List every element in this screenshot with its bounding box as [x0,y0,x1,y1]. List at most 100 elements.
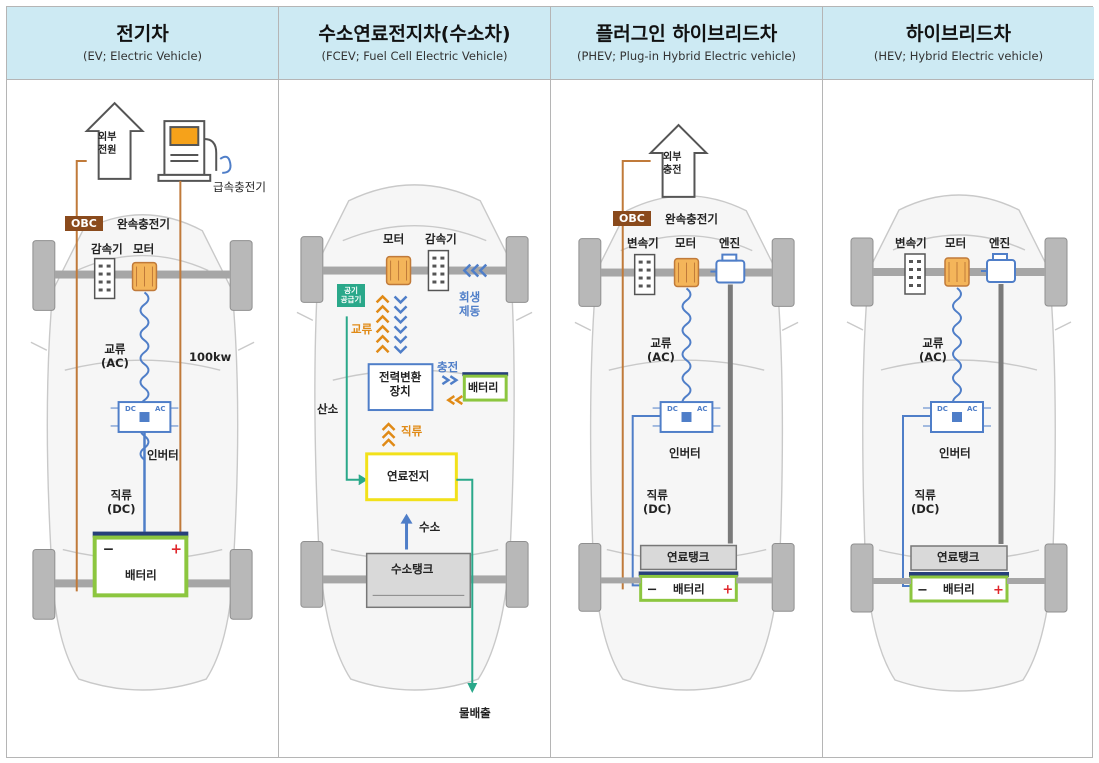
hev-ac-label: 교류 (AC) [919,336,947,365]
vehicle-comparison-table: 전기차 (EV; Electric Vehicle) [6,6,1094,758]
ev-header: 전기차 (EV; Electric Vehicle) [7,7,278,80]
fcev-header: 수소연료전지차(수소차) (FCEV; Fuel Cell Electric V… [279,7,550,80]
wheel-icon [300,236,529,608]
ac-flow-chevrons-icon [375,263,488,447]
phev-dc-label: 직류 (DC) [643,488,672,517]
svg-text:−: − [917,583,928,598]
motor-icon [944,257,970,287]
fcev-air-supply-label: 공기 공급기 [337,284,365,308]
fuel-tank-icon [910,545,1008,571]
battery-icon [462,372,509,402]
phev-diagram: −+ 외부 충전 OBC 완속충전기 변속기 모터 엔진 교류 (AC) DC … [551,80,822,758]
ev-diagram-svg: −+ [30,101,255,691]
inverter-icon [652,401,721,433]
ev-column: 전기차 (EV; Electric Vehicle) [7,7,279,757]
fcev-battery-label: 배터리 [468,381,499,394]
fcev-oxygen-label: 산소 [317,402,339,416]
svg-text:−: − [647,582,658,597]
phev-header: 플러그인 하이브리드차 (PHEV; Plug-in Hybrid Electr… [551,7,822,80]
ev-battery-label: 배터리 [125,568,157,582]
phev-column: 플러그인 하이브리드차 (PHEV; Plug-in Hybrid Electr… [551,7,823,757]
engine-icon [981,253,1016,283]
ev-external-power-label: 외부 전원 [98,132,117,156]
phev-ac-label: 교류 (AC) [647,336,675,365]
ev-title: 전기차 [116,23,169,45]
fcev-water-label: 물배출 [459,706,491,720]
fcev-charge-label: 충전 [437,360,459,374]
charging-station-icon [157,120,232,182]
phev-subtitle: (PHEV; Plug-in Hybrid Electric vehicle) [576,49,797,63]
fuel-tank-icon [639,544,738,571]
wheel-icon [850,237,1068,613]
hev-column: 하이브리드차 (HEV; Hybrid Electric vehicle) [823,7,1094,757]
ev-ac-label: 교류 (AC) [101,342,129,371]
hev-title: 하이브리드차 [906,23,1011,45]
ev-inverter-ac: AC [155,405,166,413]
phev-inverter-dc: DC [667,405,678,413]
reducer-icon [93,257,116,300]
svg-text:+: + [170,542,182,558]
ev-fast-charger-label: 급속충전기 [213,180,266,194]
fuel-cell-icon [365,452,458,502]
ev-obc-label: OBC [65,216,103,231]
svg-text:+: + [993,583,1004,598]
phev-slow-charger-label: 완속충전기 [665,212,718,226]
hev-fuel-tank-label: 연료탱크 [937,550,980,564]
motor-icon [673,257,700,288]
hev-inverter-label: 인버터 [939,446,971,460]
hev-motor-label: 모터 [945,236,967,250]
power-converter-icon [367,363,434,412]
phev-inverter-label: 인버터 [669,446,701,460]
fcev-ac-label: 교류 [351,322,373,336]
hev-header: 하이브리드차 (HEV; Hybrid Electric vehicle) [823,7,1094,80]
fcev-hydrogen-label: 수소 [419,520,441,534]
reducer-icon [427,249,450,292]
transmission-icon [904,253,926,295]
ev-subtitle: (EV; Electric Vehicle) [82,49,203,63]
battery-icon: −+ [638,571,739,602]
inverter-icon [923,401,991,433]
phev-inverter-ac: AC [697,405,708,413]
motor-icon [385,255,412,286]
fcev-title: 수소연료전지차(수소차) [318,23,511,45]
phev-battery-label: 배터리 [673,582,705,596]
wheel-icon [578,238,795,612]
fcev-regen-label: 회생 제동 [459,290,481,319]
hev-engine-label: 엔진 [989,236,1011,250]
hev-diagram: −+ 변속기 모터 엔진 교류 (AC) DC AC 인버터 직류 (DC) 연… [823,80,1094,758]
hev-transmission-label: 변속기 [895,236,927,250]
phev-engine-label: 엔진 [719,236,741,250]
ev-reducer-label: 감속기 [91,242,123,256]
hev-inverter-dc: DC [937,405,948,413]
fcev-converter-label: 전력변환 장치 [379,370,422,399]
battery-icon: −+ [92,531,189,598]
fcev-fuel-cell-label: 연료전지 [387,469,430,483]
battery-icon: −+ [909,572,1009,603]
hev-diagram-svg: −+ [846,194,1072,692]
hev-inverter-ac: AC [967,405,978,413]
hev-dc-label: 직류 (DC) [911,488,940,517]
fcev-column: 수소연료전지차(수소차) (FCEV; Fuel Cell Electric V… [279,7,551,757]
phev-fuel-tank-label: 연료탱크 [667,550,710,564]
transmission-icon [633,253,656,296]
phev-external-charge-label: 외부 충전 [663,152,682,176]
fcev-reducer-label: 감속기 [425,232,457,246]
fcev-diagram-svg [296,184,533,693]
house-arrow-icon [648,123,709,198]
phev-title: 플러그인 하이브리드차 [595,23,778,45]
fcev-motor-label: 모터 [383,232,405,246]
ev-dc-label: 직류 (DC) [107,488,136,517]
phev-transmission-label: 변속기 [627,236,659,250]
hev-subtitle: (HEV; Hybrid Electric vehicle) [873,49,1044,63]
ev-power-label: 100kw [189,350,232,364]
fcev-tank-label: 수소탱크 [391,562,434,576]
phev-obc-label: OBC [613,211,651,226]
hev-battery-label: 배터리 [943,582,975,596]
svg-text:+: + [722,582,733,597]
fcev-dc-label: 직류 [401,424,423,438]
hydrogen-tank-icon [365,552,472,609]
fcev-diagram: 모터 감속기 공기 공급기 회생 제동 교류 충전 전력변환 장치 배터리 산소… [279,80,550,758]
phev-diagram-svg: −+ [574,123,799,691]
fcev-subtitle: (FCEV; Fuel Cell Electric Vehicle) [321,49,508,63]
phev-motor-label: 모터 [675,236,697,250]
